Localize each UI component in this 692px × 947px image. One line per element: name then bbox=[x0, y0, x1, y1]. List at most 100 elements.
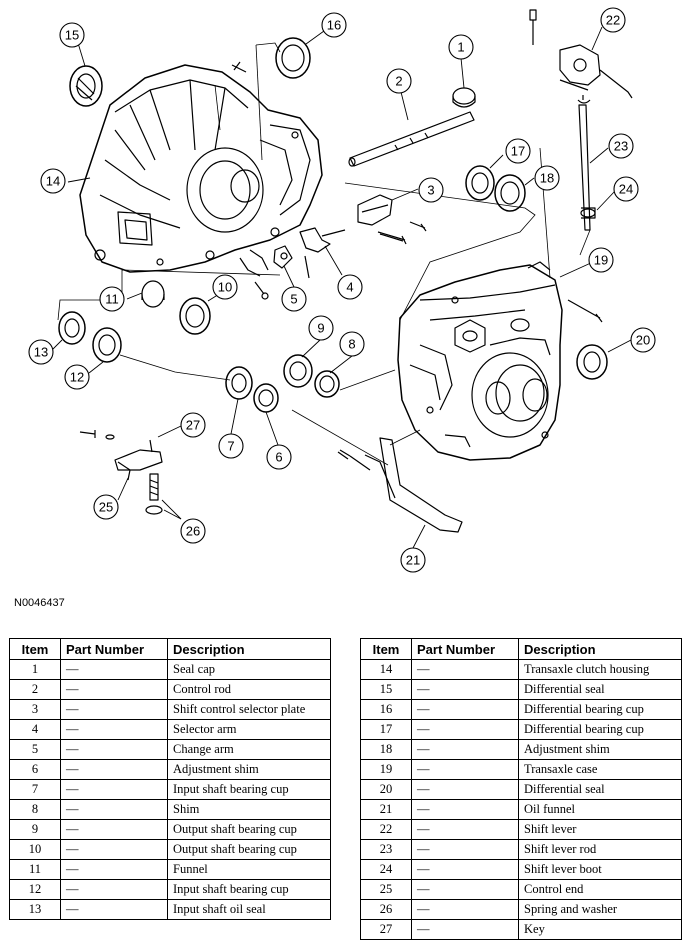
callout-circle bbox=[281, 286, 307, 312]
cell-description: Seal cap bbox=[167, 659, 331, 680]
cell-description: Selector arm bbox=[167, 719, 331, 740]
bolts-illustration bbox=[231, 61, 603, 460]
table-header-row: Item Part Number Description bbox=[360, 638, 682, 660]
cell-part-number: — bbox=[60, 839, 168, 860]
cell-description: Spring and washer bbox=[518, 899, 682, 920]
callout-number: 17 bbox=[511, 144, 525, 159]
callout-4: 4 bbox=[337, 274, 363, 300]
callout-6: 6 bbox=[266, 444, 292, 470]
cell-item: 19 bbox=[360, 759, 412, 780]
cell-description: Differential seal bbox=[518, 679, 682, 700]
callout-19: 19 bbox=[588, 247, 614, 273]
cell-description: Adjustment shim bbox=[518, 739, 682, 760]
callout-circle bbox=[339, 331, 365, 357]
table-row: 5—Change arm bbox=[9, 739, 331, 760]
callout-circle bbox=[321, 12, 347, 38]
callout-26: 26 bbox=[180, 518, 206, 544]
table-row: 19—Transaxle case bbox=[360, 759, 682, 780]
table-row: 3—Shift control selector plate bbox=[9, 699, 331, 720]
callout-number: 16 bbox=[327, 18, 341, 33]
cell-part-number: — bbox=[60, 859, 168, 880]
callout-16: 16 bbox=[321, 12, 347, 38]
callout-number: 5 bbox=[290, 292, 297, 307]
callout-number: 18 bbox=[540, 171, 554, 186]
table-row: 16—Differential bearing cup bbox=[360, 699, 682, 720]
shift-lever-assembly-illustration bbox=[529, 9, 633, 231]
callout-circle bbox=[59, 22, 85, 48]
oil-funnel-illustration bbox=[339, 437, 463, 533]
cell-description: Differential bearing cup bbox=[518, 719, 682, 740]
transaxle-case-illustration bbox=[397, 261, 563, 461]
column-header-part-number: Part Number bbox=[60, 638, 168, 660]
table-row: 24—Shift lever boot bbox=[360, 859, 682, 880]
callout-number: 8 bbox=[348, 337, 355, 352]
callout-number: 22 bbox=[606, 13, 620, 28]
cell-part-number: — bbox=[411, 819, 519, 840]
cell-description: Funnel bbox=[167, 859, 331, 880]
alignment-lines bbox=[57, 42, 591, 466]
callout-27: 27 bbox=[180, 412, 206, 438]
cell-description: Shift control selector plate bbox=[167, 699, 331, 720]
cell-part-number: — bbox=[60, 799, 168, 820]
callout-3: 3 bbox=[418, 177, 444, 203]
cell-part-number: — bbox=[60, 659, 168, 680]
callout-number: 12 bbox=[70, 370, 84, 385]
cell-part-number: — bbox=[60, 879, 168, 900]
table-row: 6—Adjustment shim bbox=[9, 759, 331, 780]
cell-description: Shim bbox=[167, 799, 331, 820]
table-row: 7—Input shaft bearing cup bbox=[9, 779, 331, 800]
callout-circle bbox=[613, 176, 639, 202]
table-row: 17—Differential bearing cup bbox=[360, 719, 682, 740]
cell-item: 9 bbox=[9, 819, 61, 840]
table-row: 13—Input shaft oil seal bbox=[9, 899, 331, 920]
cell-item: 12 bbox=[9, 879, 61, 900]
callout-circle bbox=[64, 364, 90, 390]
table-row: 27—Key bbox=[360, 919, 682, 940]
callout-number: 26 bbox=[186, 524, 200, 539]
cell-description: Input shaft bearing cup bbox=[167, 879, 331, 900]
callout-group: 1234567891011121314151617181920212223242… bbox=[28, 7, 656, 573]
exploded-view-diagram: 1234567891011121314151617181920212223242… bbox=[28, 7, 656, 573]
cell-part-number: — bbox=[411, 659, 519, 680]
cell-part-number: — bbox=[60, 779, 168, 800]
table-row: 10—Output shaft bearing cup bbox=[9, 839, 331, 860]
callout-circle bbox=[337, 274, 363, 300]
callout-circle bbox=[218, 433, 244, 459]
cell-part-number: — bbox=[60, 759, 168, 780]
cell-item: 16 bbox=[360, 699, 412, 720]
callout-circle bbox=[180, 518, 206, 544]
cell-part-number: — bbox=[60, 719, 168, 740]
cell-description: Differential bearing cup bbox=[518, 699, 682, 720]
callout-circle bbox=[588, 247, 614, 273]
callout-circle bbox=[308, 315, 334, 341]
cell-item: 14 bbox=[360, 659, 412, 680]
callout-21: 21 bbox=[400, 547, 426, 573]
cell-part-number: — bbox=[411, 739, 519, 760]
cell-description: Input shaft bearing cup bbox=[167, 779, 331, 800]
cell-item: 20 bbox=[360, 779, 412, 800]
cell-part-number: — bbox=[60, 739, 168, 760]
cell-item: 27 bbox=[360, 919, 412, 940]
callout-1: 1 bbox=[448, 34, 474, 60]
callout-number: 13 bbox=[34, 345, 48, 360]
callout-5: 5 bbox=[281, 286, 307, 312]
cell-part-number: — bbox=[411, 679, 519, 700]
table-row: 26—Spring and washer bbox=[360, 899, 682, 920]
table-row: 22—Shift lever bbox=[360, 819, 682, 840]
callout-2: 2 bbox=[386, 68, 412, 94]
cell-item: 17 bbox=[360, 719, 412, 740]
control-end-parts-illustration bbox=[79, 430, 163, 515]
callout-circle bbox=[386, 68, 412, 94]
column-header-description: Description bbox=[167, 638, 331, 660]
cell-description: Control end bbox=[518, 879, 682, 900]
callout-20: 20 bbox=[630, 327, 656, 353]
cell-item: 7 bbox=[9, 779, 61, 800]
cell-part-number: — bbox=[411, 879, 519, 900]
cell-part-number: — bbox=[411, 779, 519, 800]
cell-item: 1 bbox=[9, 659, 61, 680]
cell-item: 3 bbox=[9, 699, 61, 720]
callout-circle bbox=[600, 7, 626, 33]
cell-part-number: — bbox=[60, 679, 168, 700]
